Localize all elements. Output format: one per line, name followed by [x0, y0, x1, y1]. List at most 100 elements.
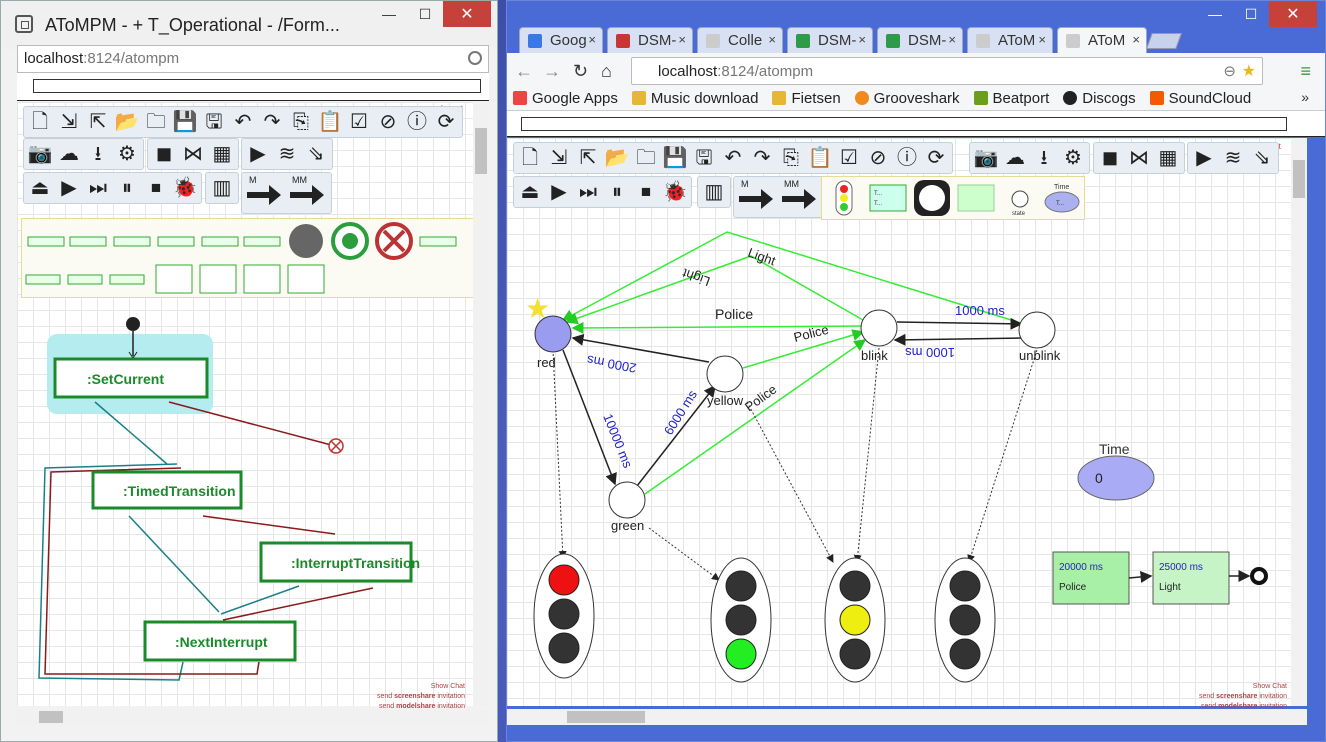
interrupt-transition-node[interactable] — [259, 541, 413, 583]
chart-icon[interactable]: ▥ — [704, 181, 724, 203]
tab-dsm-2[interactable]: DSM-× — [787, 27, 873, 53]
palette-rule-item[interactable] — [157, 236, 195, 247]
copy-icon[interactable]: ⎘ — [293, 111, 309, 133]
mm-arrow-button[interactable]: MM — [780, 179, 820, 215]
menu-icon[interactable]: ≡ — [1300, 61, 1311, 81]
palette-rule-item[interactable] — [113, 236, 151, 247]
maximize-button[interactable]: ☐ — [418, 5, 432, 22]
tab-atompm-active[interactable]: AToM× — [1057, 27, 1147, 53]
reload-icon[interactable]: ↻ — [573, 61, 589, 81]
play-icon[interactable]: ▶ — [551, 181, 567, 203]
minimize-button[interactable]: — — [1208, 6, 1222, 22]
refresh-icon[interactable]: ⟳ — [437, 111, 455, 133]
state-green[interactable] — [608, 481, 646, 519]
camera-icon[interactable]: 📷 — [973, 147, 999, 169]
event-police[interactable] — [1052, 551, 1130, 605]
left-vertical-scrollbar[interactable] — [473, 102, 489, 706]
traffic-light-green[interactable] — [710, 557, 772, 683]
hide-icon[interactable]: ⊘ — [869, 147, 887, 169]
left-url-bar[interactable]: localhost:8124/atompm — [17, 45, 489, 73]
right-canvas[interactable]: logout 🗋 ⇲ ⇱ 📂 🗀 💾 🖫 ↶ ↷ ⎘ 📋 ☑ ⊘ ⓘ ⟳ 📷 ☁… — [507, 138, 1291, 710]
play-icon[interactable]: ▶ — [61, 177, 77, 199]
close-button[interactable]: ✕ — [1269, 1, 1317, 27]
open-folder-icon[interactable]: 📂 — [114, 111, 140, 133]
cloud-icon[interactable]: ☁ — [1005, 147, 1025, 169]
forward-icon[interactable]: → — [543, 61, 561, 81]
bookmark-grooveshark[interactable]: Grooveshark — [854, 87, 960, 109]
screenshare-invite-link[interactable]: send screenshare invitation — [1199, 693, 1287, 700]
show-chat-link[interactable]: Show Chat — [430, 683, 465, 690]
state-unblink[interactable] — [1018, 311, 1056, 349]
next-interrupt-node[interactable] — [143, 620, 297, 662]
layers-icon[interactable]: ≋ — [278, 143, 296, 165]
info-icon[interactable]: ⓘ — [897, 147, 917, 169]
open-folder-icon[interactable]: 📂 — [604, 147, 630, 169]
share-icon[interactable]: ⋈ — [1129, 147, 1149, 169]
layers-icon[interactable]: ≋ — [1224, 147, 1242, 169]
zoom-icon[interactable]: ⊖ — [1223, 63, 1236, 80]
settings-icon[interactable]: ⚙ — [118, 143, 136, 165]
search-icon[interactable] — [468, 51, 482, 65]
modelshare-invite-link[interactable]: send modelshare invitation — [1200, 703, 1287, 710]
import-icon[interactable]: ⇲ — [550, 147, 568, 169]
download-icon[interactable]: ⭳ — [94, 143, 102, 165]
palette-rule-item[interactable] — [243, 264, 281, 294]
set-current-node[interactable] — [53, 357, 209, 399]
start-node[interactable] — [126, 317, 140, 331]
state-yellow[interactable] — [706, 355, 744, 393]
palette-rule-item[interactable] — [67, 274, 103, 285]
bookmark-star-icon[interactable]: ★ — [1241, 63, 1256, 80]
info-icon[interactable]: ⓘ — [407, 111, 427, 133]
stop-icon[interactable]: ⏹ — [641, 181, 651, 203]
layout-icon[interactable]: ▦ — [1158, 147, 1178, 169]
palette-rule-item[interactable] — [109, 274, 145, 285]
palette-time-node[interactable] — [1044, 191, 1080, 213]
shapes-icon[interactable]: ◼ — [155, 143, 173, 165]
palette-rule-item[interactable] — [243, 236, 281, 247]
validate-icon[interactable]: ☑ — [350, 111, 368, 133]
tab-collection[interactable]: Colle× — [697, 27, 783, 53]
validate-icon[interactable]: ☑ — [840, 147, 858, 169]
redo-icon[interactable]: ↷ — [753, 147, 771, 169]
bookmark-beatport[interactable]: Beatport — [973, 87, 1049, 109]
eject-icon[interactable]: ⏏ — [520, 181, 540, 203]
palette-rule-item[interactable] — [201, 236, 239, 247]
bookmark-music-download[interactable]: Music download — [631, 87, 758, 109]
pause-icon[interactable]: ⏸ — [612, 181, 622, 203]
paste-icon[interactable]: 📋 — [807, 147, 833, 169]
event-light[interactable] — [1152, 551, 1230, 605]
save-icon[interactable]: 💾 — [662, 147, 688, 169]
palette-start-node[interactable] — [289, 224, 323, 258]
debug-icon[interactable]: 🐞 — [172, 177, 198, 199]
step-icon[interactable]: ⏭ — [89, 177, 107, 199]
save-as-icon[interactable]: 🖫 — [695, 147, 713, 169]
minimize-button[interactable]: — — [382, 6, 396, 22]
left-canvas[interactable]: logout 🗋 ⇲ ⇱ 📂 🗀 💾 🖫 ↶ ↷ ⎘ 📋 ☑ ⊘ ⓘ ⟳ 📷 ☁… — [17, 102, 487, 710]
bookmark-discogs[interactable]: Discogs — [1063, 87, 1136, 109]
right-horizontal-scrollbar[interactable] — [507, 709, 1307, 725]
state-blink[interactable] — [860, 309, 898, 347]
next-icon[interactable]: ▶ — [1196, 147, 1212, 169]
cloud-icon[interactable]: ☁ — [59, 143, 79, 165]
left-horizontal-scrollbar[interactable] — [17, 709, 487, 725]
palette-rule-item[interactable] — [287, 264, 325, 294]
refresh-icon[interactable]: ⟳ — [927, 147, 945, 169]
palette-rule-item[interactable] — [69, 236, 107, 247]
left-command-input[interactable] — [33, 79, 481, 93]
bookmarks-more-button[interactable]: » — [1301, 89, 1309, 105]
mm-arrow-button[interactable]: MM — [288, 175, 328, 211]
settings-icon[interactable]: ⚙ — [1064, 147, 1082, 169]
save-as-icon[interactable]: 🖫 — [205, 111, 223, 133]
new-file-icon[interactable]: 🗋 — [31, 111, 49, 133]
modelshare-invite-link[interactable]: send modelshare invitation — [378, 703, 465, 710]
chart-icon[interactable]: ▥ — [212, 177, 232, 199]
close-button[interactable]: ✕ — [443, 1, 491, 27]
palette-event-box[interactable] — [869, 184, 907, 212]
export-icon[interactable]: ⇱ — [579, 147, 597, 169]
pause-icon[interactable]: ⏸ — [122, 177, 132, 199]
state-red[interactable] — [534, 315, 572, 353]
next-icon[interactable]: ▶ — [250, 143, 266, 165]
back-icon[interactable]: ← — [515, 61, 533, 81]
palette-rule-item[interactable] — [155, 264, 193, 294]
bookmark-google-apps[interactable]: Google Apps — [513, 87, 618, 109]
